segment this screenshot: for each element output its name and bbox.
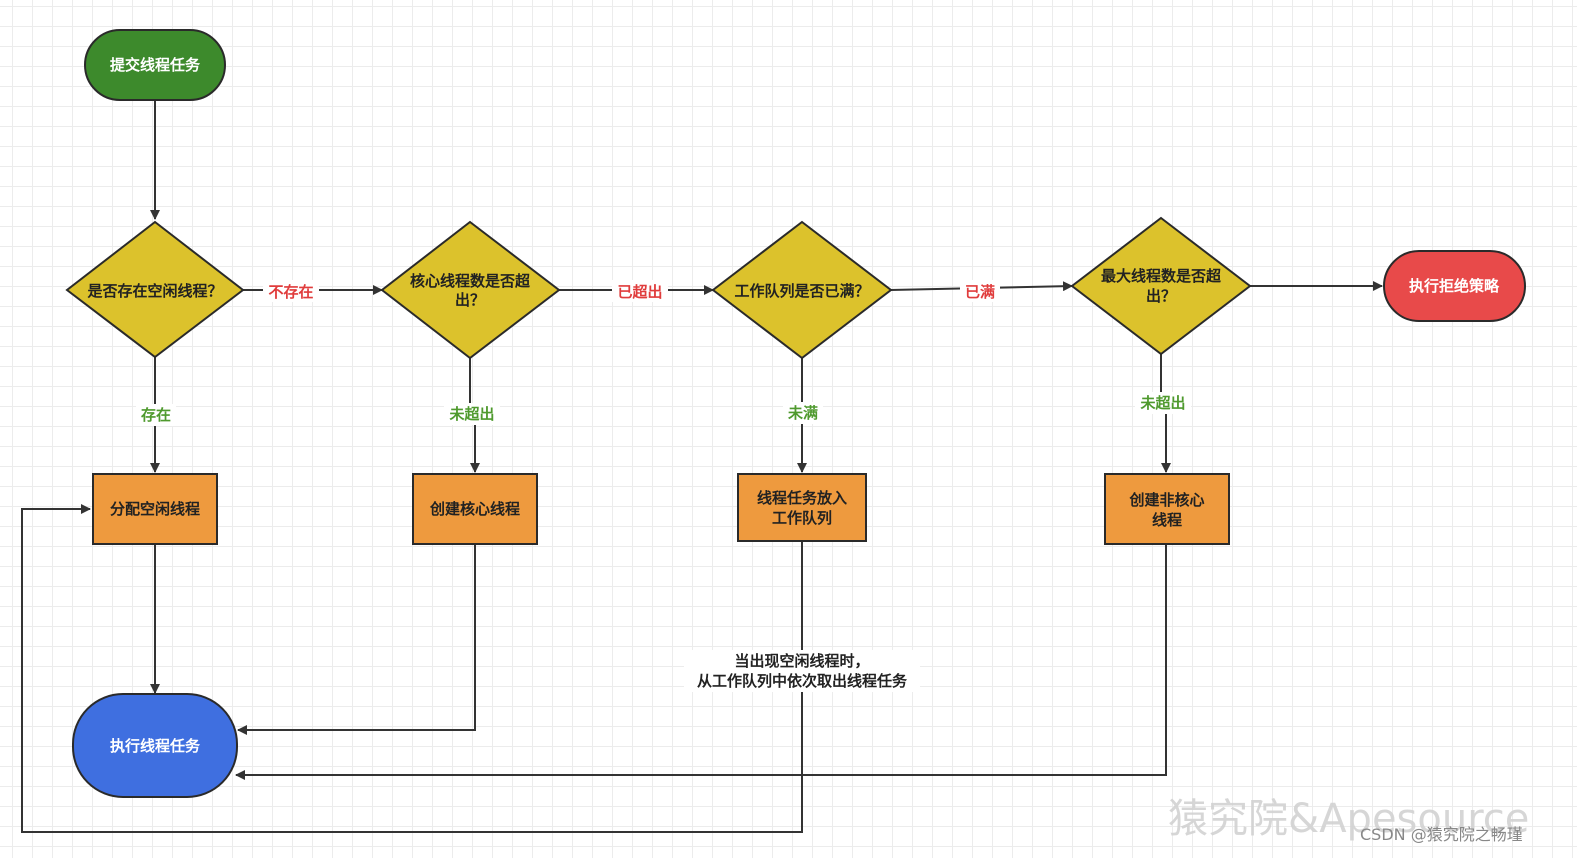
- node-create-noncore: 创建非核心 线程: [1104, 473, 1230, 545]
- label-not-exceeded-2: 未超出: [1139, 394, 1185, 412]
- label-exceeded: 已超出: [617, 283, 662, 301]
- label-full: 已满: [965, 283, 995, 301]
- node-submit-task: 提交线程任务: [84, 29, 226, 101]
- label-not-full: 未满: [787, 404, 818, 422]
- node-assign-idle-label: 分配空闲线程: [110, 500, 200, 518]
- node-check-core: 核心线程数是否超 出？: [380, 220, 561, 360]
- node-check-queue-label: 工作队列是否已满？: [734, 282, 869, 300]
- node-create-core-label: 创建核心线程: [429, 500, 520, 518]
- node-check-max-label-line-2: 出？: [1146, 287, 1176, 305]
- label-dequeue-note-line-1: 当出现空闲线程时，: [734, 652, 869, 670]
- node-assign-idle: 分配空闲线程: [92, 473, 218, 545]
- node-enqueue-label-line-1: 线程任务放入: [757, 489, 847, 507]
- node-enqueue-label-line-2: 工作队列: [772, 509, 832, 527]
- watermark: 猿究院&Apesource CSDN @猿究院之畅瑾: [1168, 796, 1529, 844]
- node-check-max: 最大线程数是否超 出？: [1070, 216, 1252, 356]
- node-create-noncore-label-line-1: 创建非核心: [1128, 491, 1204, 509]
- node-check-core-label-line-2: 出？: [455, 291, 485, 309]
- edge-enqueue-loop-to-assign: [21, 504, 803, 833]
- node-reject-policy-label: 执行拒绝策略: [1409, 277, 1500, 295]
- edge-labels: 不存在 已超出 已满 存在 未超出 未满 未超出 当出现空闲线程时， 从工作队列…: [136, 280, 1191, 692]
- label-dequeue-note-line-2: 从工作队列中依次取出线程任务: [697, 672, 908, 690]
- node-create-core: 创建核心线程: [412, 473, 538, 545]
- label-exist: 存在: [141, 406, 171, 424]
- edge-create-core-to-execute: [237, 545, 476, 735]
- label-not-exist: 不存在: [268, 283, 313, 301]
- node-check-idle: 是否存在空闲线程？: [65, 220, 245, 359]
- node-check-core-label-line-1: 核心线程数是否超: [410, 272, 531, 290]
- watermark-main: 猿究院&Apesource: [1168, 796, 1529, 842]
- label-not-exceeded: 未超出: [448, 405, 494, 423]
- node-enqueue: 线程任务放入 工作队列: [737, 473, 867, 542]
- node-execute-task-label: 执行线程任务: [110, 737, 201, 755]
- node-check-max-label-line-1: 最大线程数是否超: [1101, 267, 1222, 285]
- node-submit-task-label: 提交线程任务: [110, 56, 201, 74]
- edge-create-noncore-to-execute: [235, 545, 1167, 780]
- node-execute-task: 执行线程任务: [72, 693, 238, 798]
- watermark-sub: CSDN @猿究院之畅瑾: [1360, 825, 1523, 844]
- node-check-queue: 工作队列是否已满？: [711, 220, 893, 360]
- node-reject-policy: 执行拒绝策略: [1383, 250, 1526, 322]
- node-check-idle-label: 是否存在空闲线程？: [86, 282, 222, 300]
- node-create-noncore-label-line-2: 线程: [1152, 511, 1182, 529]
